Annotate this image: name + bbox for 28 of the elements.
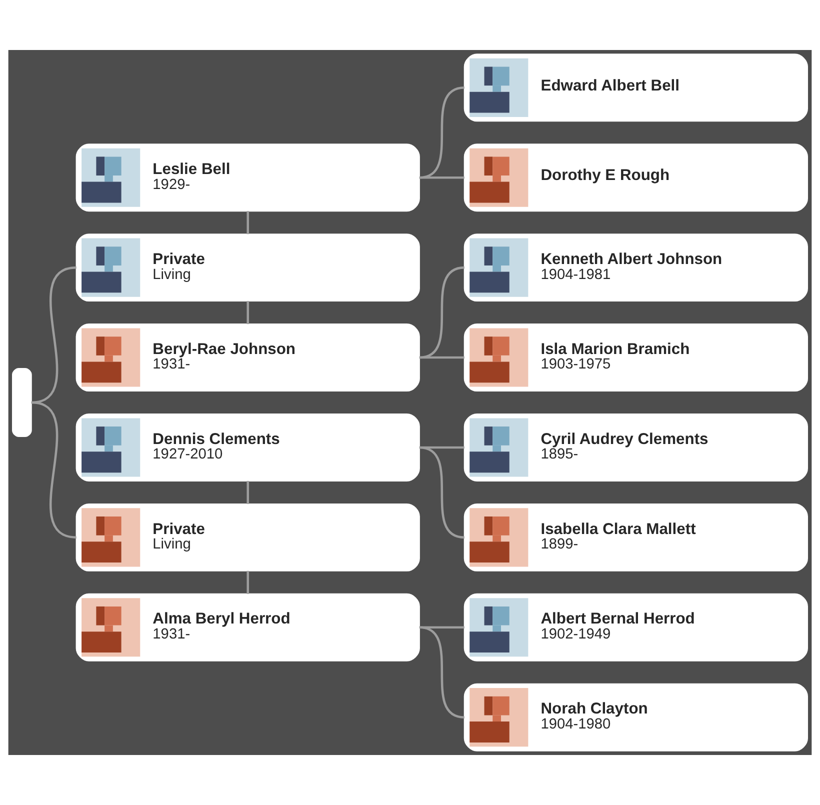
connector	[419, 356, 464, 359]
node-box: Albert Bernal Herrod 1902-1949	[464, 593, 808, 662]
node-box: Edward Albert Bell	[464, 54, 808, 122]
connector	[419, 176, 464, 179]
node-box: Private Living	[76, 503, 420, 572]
node-box	[12, 368, 32, 438]
connector	[246, 301, 250, 324]
node-box: Isabella Clara Mallett 1899-	[464, 503, 808, 572]
connector	[419, 446, 465, 539]
node-box: Alma Beryl Herrod 1931-	[76, 593, 420, 662]
node-box: Kenneth Albert Johnson 1904-1981	[464, 234, 808, 302]
node-box: Beryl-Rae Johnson 1931-	[76, 324, 420, 392]
node-box: Private Living	[76, 234, 420, 302]
connector	[419, 266, 465, 359]
node-box: Cyril Audrey Clements 1895-	[464, 413, 808, 482]
connector	[246, 480, 250, 504]
connector	[419, 626, 465, 718]
connector	[419, 626, 464, 629]
connector	[246, 570, 250, 594]
node-box: Dorothy E Rough	[464, 144, 808, 212]
connector	[31, 401, 77, 539]
node-box: Dennis Clements 1927-2010	[76, 413, 420, 482]
connector	[419, 86, 465, 179]
node-box: Isla Marion Bramich 1903-1975	[464, 324, 808, 392]
node-box: Leslie Bell 1929-	[76, 144, 420, 212]
connector	[246, 211, 250, 234]
connector	[31, 266, 77, 404]
node-box: Norah Clayton 1904-1980	[464, 683, 808, 752]
